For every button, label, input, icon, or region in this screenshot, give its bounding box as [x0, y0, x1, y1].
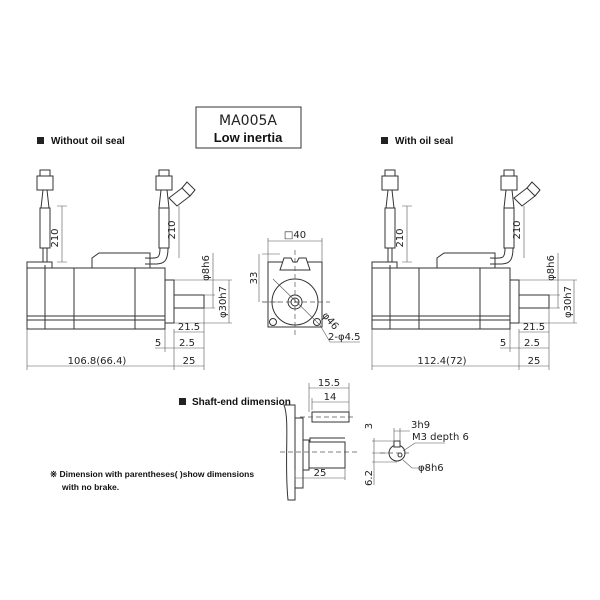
side-view-without-oil-seal: 210 210 φ8h6 φ30h7 21.5 5 2.5 106.8(66.4…	[26, 169, 233, 371]
bullet-square-icon	[37, 137, 44, 144]
dim-21-5: 21.5	[523, 322, 545, 333]
note-line2: with no brake.	[61, 482, 119, 492]
dim-flange-dia: φ30h7	[563, 286, 574, 318]
section-with-oil-seal: With oil seal	[395, 136, 453, 147]
dim-14: 14	[324, 392, 337, 403]
dim-shaft-len: 25	[528, 356, 541, 367]
dim-square-40: □40	[284, 230, 306, 241]
dim-15-5: 15.5	[318, 378, 340, 389]
section-shaft-end: Shaft-end dimension	[192, 397, 291, 408]
front-view: □40 33 φ46 2-φ4.5	[249, 230, 360, 343]
dim-shaft-len: 25	[183, 356, 196, 367]
dim-3: 3	[364, 423, 375, 429]
bullet-square-icon	[381, 137, 388, 144]
dim-6-2: 6.2	[364, 470, 375, 486]
dim-25: 25	[314, 468, 327, 479]
dim-21-5: 21.5	[178, 322, 200, 333]
model-name: MA005A	[219, 113, 277, 129]
section-without-oil-seal: Without oil seal	[51, 136, 125, 147]
model-subtitle: Low inertia	[214, 130, 283, 145]
dim-5: 5	[155, 338, 161, 349]
dim-length: 106.8(66.4)	[68, 356, 127, 367]
dim-shaft-dia: φ8h6	[201, 255, 212, 281]
dim-2-5: 2.5	[524, 338, 540, 349]
dim-holes: 2-φ4.5	[328, 332, 360, 343]
shaft-end-detail: 15.5 14 25 3 3h9 M3 depth 6 6.2 φ8h6	[280, 378, 469, 501]
note-line1: ※ Dimension with parentheses( )show dime…	[50, 469, 254, 479]
dim-key-3h9: 3h9	[411, 420, 430, 431]
side-view-with-oil-seal: 210 210 φ8h6 φ30h7 21.5 5 2.5 112.4(72) …	[371, 169, 578, 371]
dim-cable1: 210	[50, 228, 61, 247]
dim-tap: M3 depth 6	[412, 432, 469, 443]
dim-cable2: 210	[167, 220, 178, 239]
dim-length: 112.4(72)	[417, 356, 466, 367]
title-box	[195, 106, 302, 149]
dim-cable2: 210	[512, 220, 523, 239]
dim-shaft-dia: φ8h6	[546, 255, 557, 281]
dim-dia-8h6: φ8h6	[418, 463, 444, 474]
dim-cable1: 210	[395, 228, 406, 247]
dim-2-5: 2.5	[179, 338, 195, 349]
dim-5: 5	[500, 338, 506, 349]
bullet-square-icon	[179, 398, 186, 405]
dim-33: 33	[249, 272, 260, 285]
dim-flange-dia: φ30h7	[218, 286, 229, 318]
